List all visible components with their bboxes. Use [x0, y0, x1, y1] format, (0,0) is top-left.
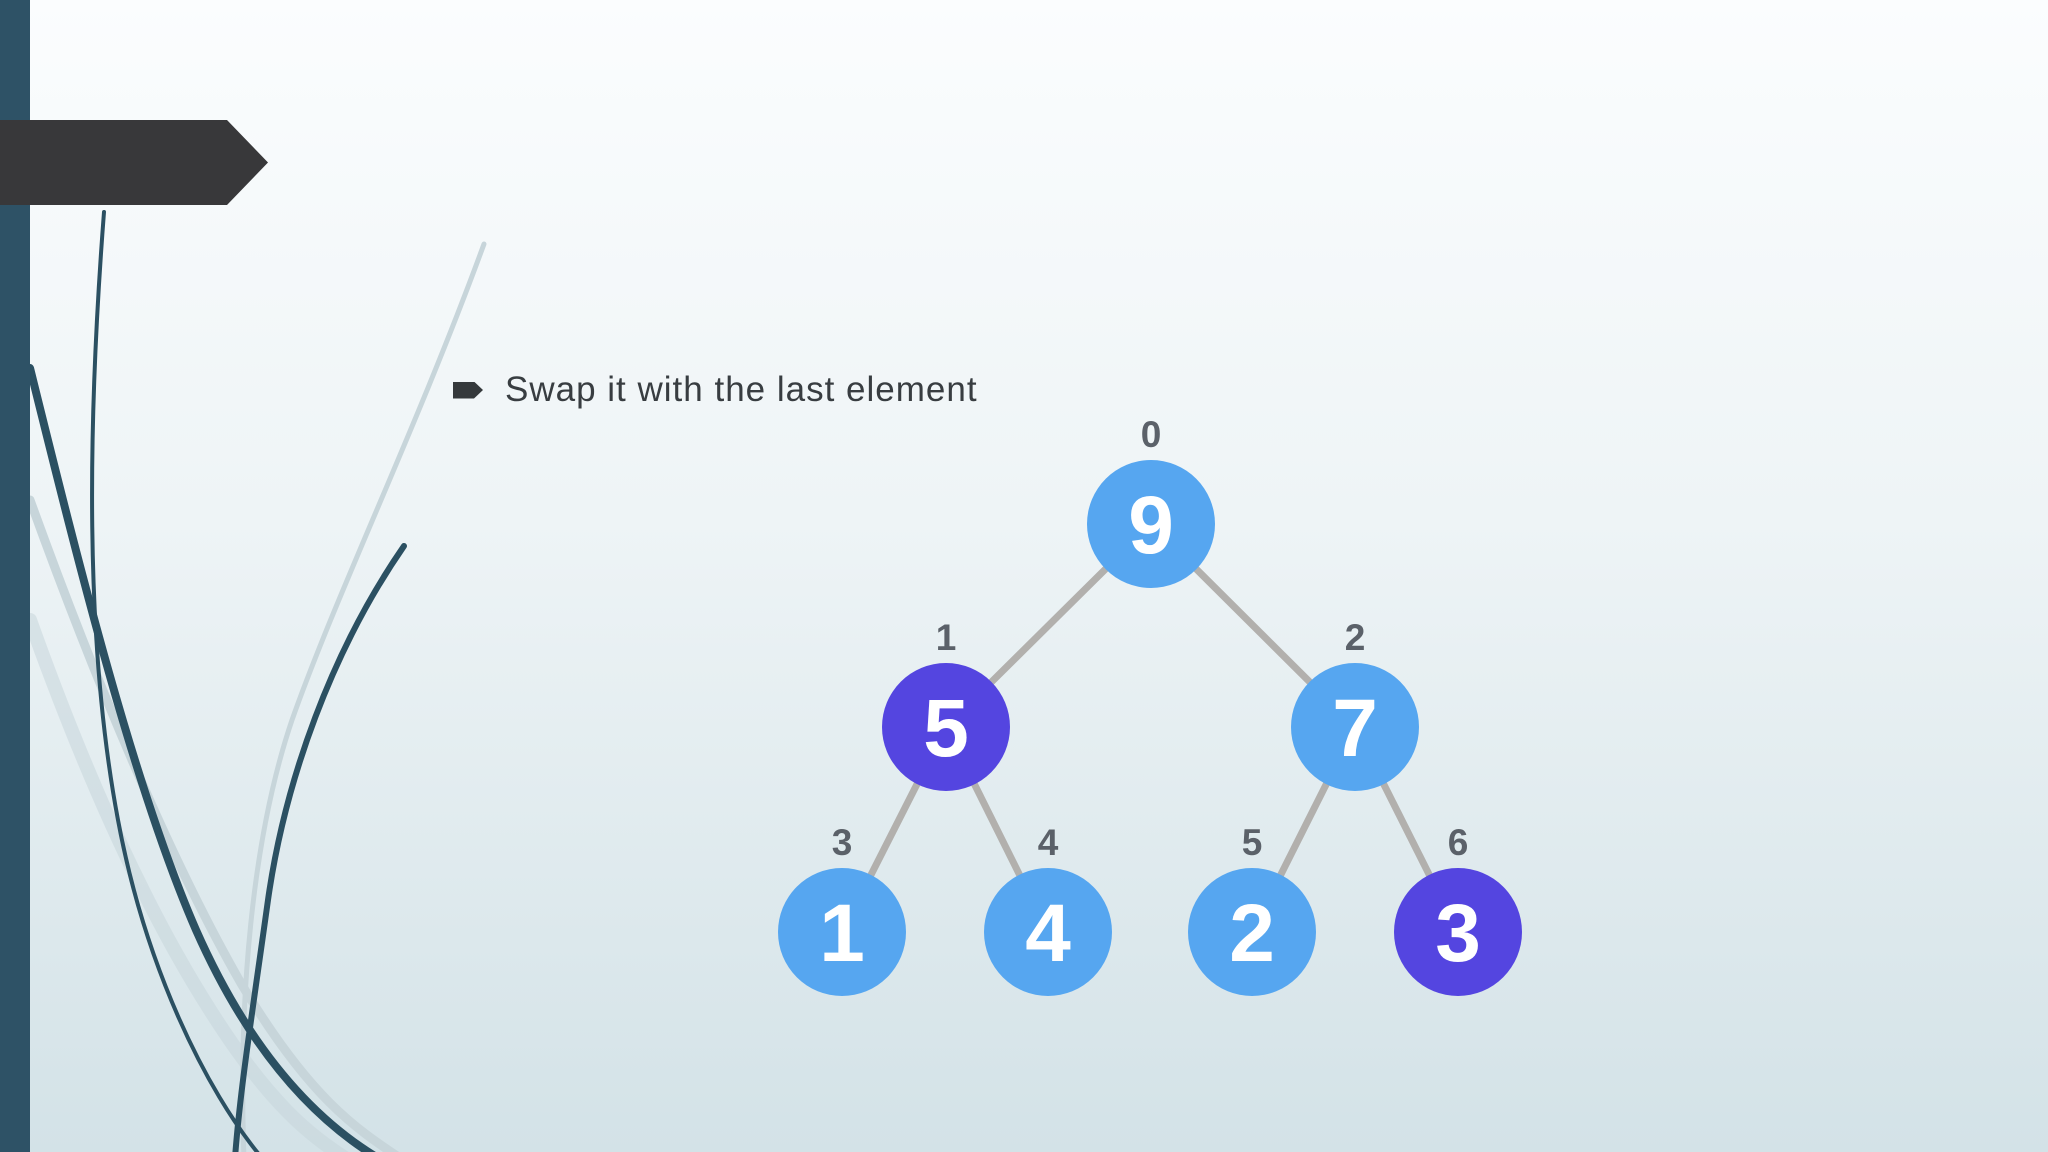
tree-node-index-label: 3	[832, 822, 853, 863]
bullet-item: Swap it with the last element	[453, 368, 978, 412]
tree-node	[882, 663, 1010, 791]
tree-node	[984, 868, 1112, 996]
title-banner-arrow	[0, 120, 268, 205]
wisp-dark-curve	[26, 364, 376, 1152]
wisp-dark-curve	[90, 210, 260, 1152]
tree-node-value: 7	[1332, 683, 1378, 774]
tree-node-index-label: 0	[1141, 414, 1162, 455]
tree-node	[1291, 663, 1419, 791]
tree-node-index-label: 5	[1242, 822, 1263, 863]
tree-node-index-label: 2	[1345, 617, 1366, 658]
tree-node-index-label: 4	[1038, 822, 1059, 863]
tree-node	[778, 868, 906, 996]
tree-node-value: 5	[923, 683, 969, 774]
arrow-bullet-icon	[453, 381, 483, 399]
tree-node	[1087, 460, 1215, 588]
tree-node-value: 1	[819, 888, 865, 979]
tree-node	[1188, 868, 1316, 996]
bullet-text: Swap it with the last element	[505, 370, 978, 409]
tree-node-index-label: 1	[936, 617, 957, 658]
wisp-dark-curve	[232, 543, 407, 1152]
tree-node-value: 4	[1025, 888, 1071, 979]
wisp-light-curve	[240, 241, 487, 1152]
tree-node-value: 3	[1435, 888, 1481, 979]
wisp-light-curve	[23, 613, 349, 1152]
tree-node-index-label: 6	[1448, 822, 1469, 863]
tree-node	[1394, 868, 1522, 996]
tree-node-value: 9	[1128, 480, 1174, 571]
tree-node-value: 2	[1229, 888, 1275, 979]
wisp-light-curve	[25, 495, 400, 1152]
